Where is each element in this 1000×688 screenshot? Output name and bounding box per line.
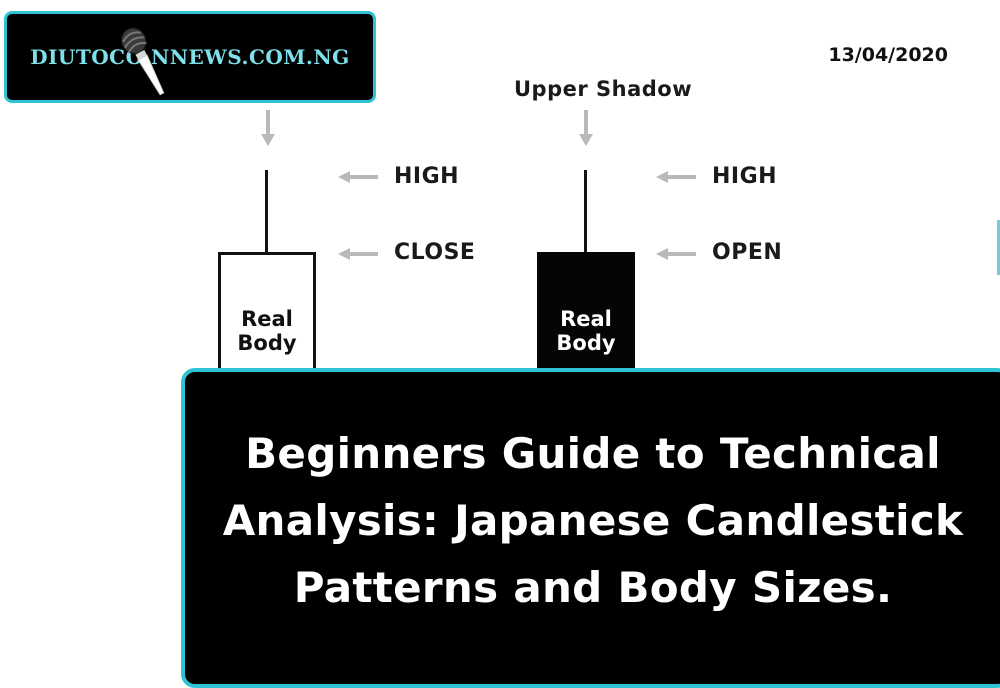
bullish-body-label-1: Real [241,307,293,331]
down-arrow-icon [579,110,593,146]
bearish-body-label-2: Body [556,331,616,355]
left-arrow-icon [656,248,696,260]
frame-edge [997,220,1000,275]
candlestick-diagram: Real Body HIGH CLOSE Upper Shadow Real B… [218,77,1000,382]
bullish-body-label-2: Body [237,331,297,355]
logo-text: DIUTOCO NNEWS.COM.NG [30,45,350,69]
bearish-wick [584,170,587,255]
post-date: 13/04/2020 [828,44,948,66]
article-title[interactable]: Beginners Guide to Technical Analysis: J… [222,429,964,612]
title-panel: Beginners Guide to Technical Analysis: J… [181,368,1000,688]
site-logo[interactable]: DIUTOCO NNEWS.COM.NG [4,11,376,103]
bearish-open-label: OPEN [712,240,783,265]
bullish-wick [265,170,268,255]
left-arrow-icon [338,248,378,260]
left-arrow-icon [656,171,696,183]
bearish-body-label-1: Real [560,307,612,331]
bearish-high-label: HIGH [712,164,778,189]
down-arrow-icon [261,110,275,146]
left-arrow-icon [338,171,378,183]
upper-shadow-label: Upper Shadow [514,77,693,101]
bearish-real-body: Real Body [537,252,635,382]
bullish-close-label: CLOSE [394,240,476,265]
bullish-high-label: HIGH [394,164,460,189]
microphone-icon [121,27,165,96]
bullish-real-body: Real Body [218,252,316,382]
